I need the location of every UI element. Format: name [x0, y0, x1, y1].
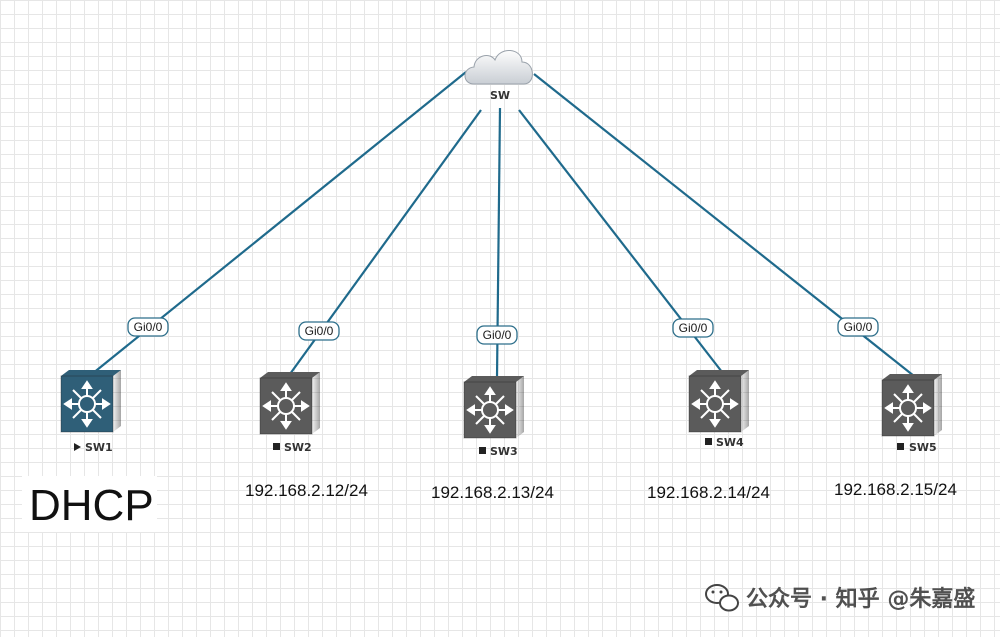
cloud-icon — [464, 50, 533, 85]
switch-side-face — [516, 376, 524, 438]
ip-label-sw3: 192.168.2.13/24 — [431, 483, 554, 502]
ip-label-sw5: 192.168.2.15/24 — [834, 480, 957, 499]
stopped-status-icon — [479, 447, 486, 454]
switch-sw5[interactable]: SW5 — [881, 374, 942, 454]
switch-side-face — [113, 370, 121, 432]
switch-top-face — [61, 370, 121, 376]
switch-top-face — [689, 370, 749, 376]
switch-side-face — [312, 372, 320, 434]
stopped-status-icon — [897, 443, 904, 450]
port-labels: Gi0/0 Gi0/0 Gi0/0 Gi0/0 Gi0/0 — [127, 317, 879, 345]
l3-switch-icon — [881, 374, 942, 437]
switch-sw4[interactable]: SW4 — [688, 370, 749, 449]
device-label-sw4: SW4 — [716, 436, 744, 449]
ip-label-sw2: 192.168.2.12/24 — [245, 481, 368, 500]
svg-text:Gi0/0: Gi0/0 — [844, 320, 873, 334]
wechat-icon — [705, 584, 739, 612]
switch-side-face — [934, 374, 942, 436]
port-label-sw1[interactable]: Gi0/0 — [127, 317, 169, 337]
svg-text:Gi0/0: Gi0/0 — [305, 324, 334, 338]
watermark: 公众号 · 知乎 @朱嘉盛 — [705, 584, 975, 612]
device-label-sw3: SW3 — [490, 445, 518, 458]
switch-top-face — [464, 376, 524, 382]
port-label-sw5[interactable]: Gi0/0 — [837, 317, 879, 337]
switch-side-face — [741, 370, 749, 432]
switch-sw1[interactable]: SW1 — [60, 370, 121, 454]
cloud-label: SW — [490, 89, 510, 102]
watermark-text: 公众号 · 知乎 @朱嘉盛 — [746, 586, 975, 612]
device-label-sw5: SW5 — [909, 441, 937, 454]
stopped-status-icon — [273, 443, 280, 450]
svg-text:Gi0/0: Gi0/0 — [134, 320, 163, 334]
l3-switch-icon — [688, 370, 749, 433]
switch-top-face — [882, 374, 942, 380]
cloud-node[interactable]: SW — [464, 50, 533, 102]
switch-sw2[interactable]: SW2 — [259, 372, 320, 454]
port-label-sw3[interactable]: Gi0/0 — [476, 325, 518, 345]
dhcp-annotation: DHCP — [22, 476, 157, 532]
l3-switch-icon — [259, 372, 320, 435]
svg-text:Gi0/0: Gi0/0 — [679, 321, 708, 335]
l3-switch-icon — [463, 376, 524, 439]
stopped-status-icon — [705, 438, 712, 445]
device-label-sw1: SW1 — [85, 441, 113, 454]
running-status-icon — [74, 443, 81, 451]
ip-label-sw4: 192.168.2.14/24 — [647, 483, 770, 502]
device-label-sw2: SW2 — [284, 441, 312, 454]
switch-top-face — [260, 372, 320, 378]
l3-switch-icon — [60, 370, 121, 433]
switch-sw3[interactable]: SW3 — [463, 376, 524, 458]
port-label-sw2[interactable]: Gi0/0 — [298, 321, 340, 341]
svg-text:Gi0/0: Gi0/0 — [483, 328, 512, 342]
dhcp-label: DHCP — [29, 481, 154, 530]
port-label-sw4[interactable]: Gi0/0 — [672, 318, 714, 338]
